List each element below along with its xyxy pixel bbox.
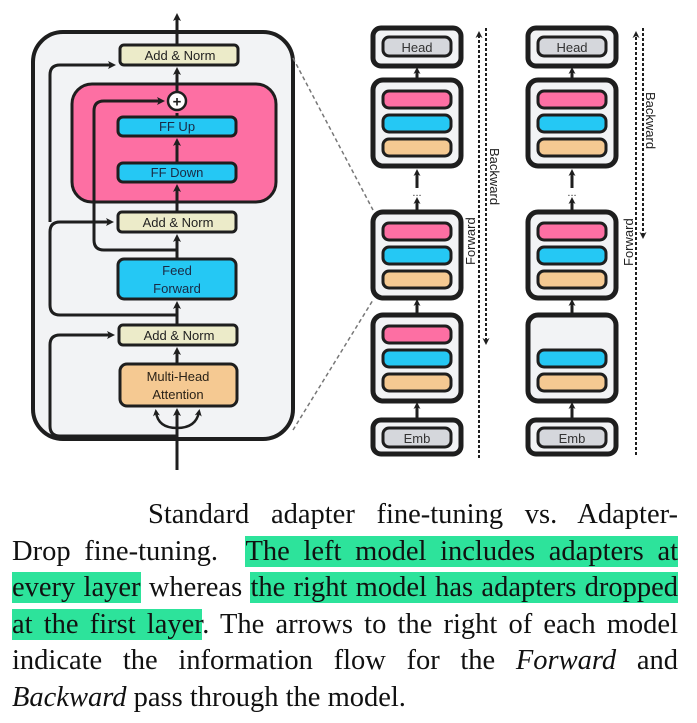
residual-feedforward <box>48 218 177 317</box>
qkv-split-right <box>176 409 202 430</box>
caption-italic-forward: Forward <box>515 645 617 676</box>
adapter-bar <box>381 221 453 242</box>
feedforward-bar <box>381 113 453 134</box>
qkv-split-left <box>153 409 178 430</box>
add-norm-bottom-box <box>117 323 239 347</box>
residual-attention <box>48 331 177 438</box>
caption-italic-backward: Backward <box>12 681 127 713</box>
attention-bar <box>381 269 453 290</box>
forward-label-model2: Forward <box>621 218 636 266</box>
forward-label-model1: Forward <box>463 217 478 265</box>
feed-forward-label-line1: Feed <box>162 263 192 278</box>
figure-caption: Standard adapter fine-tuning vs. Adapter… <box>12 497 679 716</box>
transformer-layer-detail: Add & Norm + FF Up FF Down Add & Norm Fe… <box>31 13 295 470</box>
adapterdrop-model: Head... Emb <box>525 25 619 457</box>
feedforward-bar <box>536 245 608 266</box>
feedforward-bar <box>536 348 608 369</box>
emb-box <box>381 426 453 449</box>
residual-adapter-skip <box>92 97 177 252</box>
add-norm-bottom-label: Add & Norm <box>144 328 215 343</box>
adapterdrop-figure: Add & Norm + FF Up FF Down Add & Norm Fe… <box>31 13 658 470</box>
ellipsis: ... <box>412 187 421 199</box>
emb-box <box>536 426 608 449</box>
add-norm-top-label: Add & Norm <box>145 48 216 63</box>
ellipsis: ... <box>567 187 576 199</box>
add-norm-middle-label: Add & Norm <box>143 215 214 230</box>
caption-part-a: Drop fine-tuning. <box>12 535 219 567</box>
head-label: Head <box>556 40 587 55</box>
attention-bar <box>381 372 453 393</box>
adapter-bar <box>536 89 608 110</box>
add-norm-middle-box <box>116 210 238 234</box>
caption-part-c: . The arrows to the right of each model … <box>12 608 678 677</box>
ff-down-box <box>116 161 238 184</box>
ff-up-box <box>116 115 238 138</box>
zoom-guide-bottom <box>292 299 374 431</box>
adapter-bar <box>381 324 453 345</box>
feedforward-bar <box>536 113 608 134</box>
add-norm-top-box <box>118 43 240 67</box>
emb-label: Emb <box>559 431 586 446</box>
multi-head-attention-box <box>118 362 239 408</box>
attention-label-line2: Attention <box>152 387 203 402</box>
zoom-guide-top <box>292 57 374 211</box>
attention-bar <box>536 269 608 290</box>
standard-adapter-model: Head... Emb <box>370 25 464 457</box>
attention-label-line1: Multi-Head <box>147 369 210 384</box>
feed-forward-label-line2: Forward <box>153 281 201 296</box>
backward-label-model2: Backward <box>643 92 658 149</box>
backward-label-model1: Backward <box>487 148 502 205</box>
feedforward-bar <box>381 245 453 266</box>
emb-label: Emb <box>404 431 431 446</box>
head-box <box>381 35 453 58</box>
feedforward-bar <box>381 348 453 369</box>
head-box <box>536 35 608 58</box>
attention-bar <box>536 372 608 393</box>
ff-down-label: FF Down <box>151 165 204 180</box>
caption-line1: Standard adapter fine-tuning vs. Adapter… <box>148 499 678 530</box>
adapter-bar <box>536 221 608 242</box>
caption-part-d: and <box>636 645 678 676</box>
feed-forward-box <box>116 257 238 301</box>
caption-part-e: pass through the model. <box>133 681 406 713</box>
head-label: Head <box>401 40 432 55</box>
plus-node <box>166 90 188 112</box>
adapter-bar <box>381 89 453 110</box>
residual-adapter-block <box>48 61 116 222</box>
ff-up-label: FF Up <box>159 119 195 134</box>
caption-part-b: whereas <box>148 572 243 603</box>
attention-bar <box>536 137 608 158</box>
attention-bar <box>381 137 453 158</box>
plus-symbol: + <box>173 94 182 111</box>
